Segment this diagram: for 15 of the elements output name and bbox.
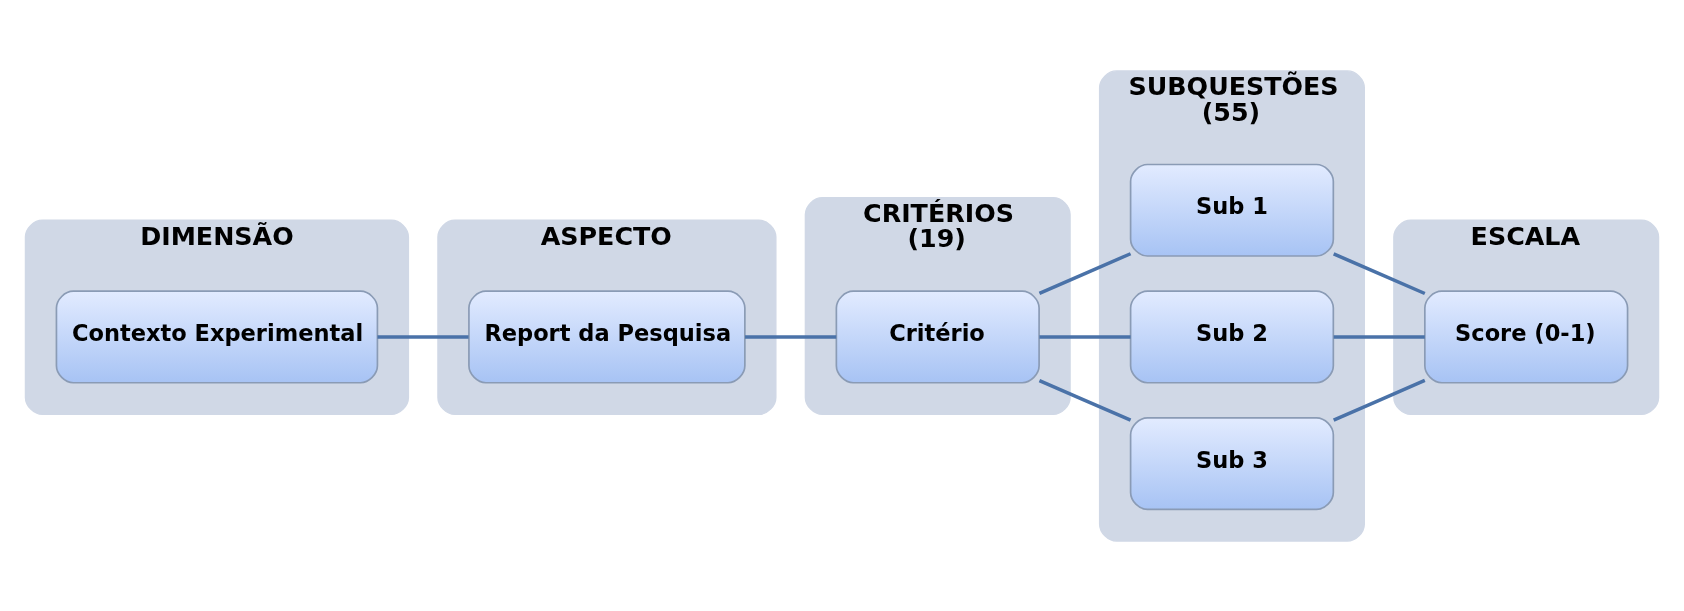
node-box: Score (0-1): [1424, 289, 1629, 384]
node-box: Sub 2: [1129, 289, 1335, 384]
connector: [1332, 251, 1426, 295]
node-box: Contexto Experimental: [55, 289, 379, 384]
node-box: Sub 1: [1129, 163, 1335, 257]
connector: [1332, 378, 1426, 422]
connector: [1039, 334, 1131, 339]
node-box: Sub 3: [1129, 416, 1335, 510]
connector: [1038, 251, 1132, 295]
node-box: Critério: [835, 289, 1040, 384]
connector: [745, 334, 837, 339]
connector: [377, 334, 469, 339]
connector: [1333, 334, 1425, 339]
node-box: Report da Pesquisa: [468, 289, 746, 384]
connector: [1038, 378, 1132, 422]
